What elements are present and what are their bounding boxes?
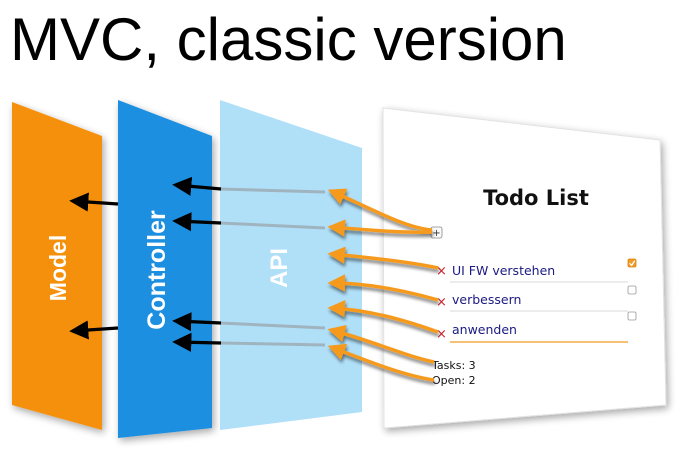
controller-label: Controller: [143, 210, 171, 330]
open-count: Open: 2: [432, 374, 476, 387]
delete-item-icon[interactable]: ×: [436, 327, 447, 342]
ui-arrow-stats: [327, 343, 435, 382]
ui-arrow-add: [327, 219, 433, 237]
todo-item-text: verbessern: [452, 292, 521, 307]
add-task-button-label: +: [432, 228, 440, 239]
ui-event-arrows: [327, 188, 439, 382]
ui-arrow-add: [327, 188, 433, 232]
delete-item-icon[interactable]: ×: [436, 295, 447, 310]
item-checkbox[interactable]: [627, 285, 637, 295]
todo-item: × verbessern: [436, 285, 637, 312]
ui-arrow-item: [327, 274, 439, 302]
ui-arrow-item: [327, 246, 439, 270]
tasks-count: Tasks: 3: [431, 359, 476, 372]
ui-arrow-stats: [327, 325, 435, 364]
api-layer: API: [220, 100, 362, 430]
todo-title: Todo List: [483, 186, 589, 210]
arrow-controller-to-model: [69, 192, 119, 212]
todo-item-text: anwenden: [452, 322, 517, 337]
todo-app-card: Todo List + × UI FW verstehen × verbesse…: [382, 107, 667, 429]
item-checkbox[interactable]: [627, 311, 637, 321]
call-arrows: [69, 176, 222, 352]
todo-card-bg: [382, 107, 667, 429]
api-connectors: [219, 187, 326, 347]
checkmark-icon: [629, 260, 636, 267]
model-label: Model: [45, 235, 71, 301]
todo-item: × anwenden: [436, 311, 637, 343]
controller-layer: Controller: [118, 100, 212, 438]
api-label: API: [266, 248, 293, 288]
todo-item-text: UI FW verstehen: [452, 263, 555, 278]
arrow-api-to-controller: [172, 332, 222, 352]
arrow-api-to-controller: [172, 176, 222, 196]
model-panel: [12, 102, 102, 430]
delete-item-icon[interactable]: ×: [436, 264, 447, 279]
arrow-api-to-controller: [172, 212, 222, 232]
slide-title: MVC, classic version: [10, 6, 567, 73]
api-panel: [220, 100, 362, 430]
todo-item: × UI FW verstehen: [436, 258, 637, 283]
arrow-api-to-controller: [172, 312, 222, 332]
arrow-controller-to-model: [69, 320, 119, 340]
model-layer: Model: [12, 102, 102, 430]
ui-arrow-item: [327, 299, 439, 334]
